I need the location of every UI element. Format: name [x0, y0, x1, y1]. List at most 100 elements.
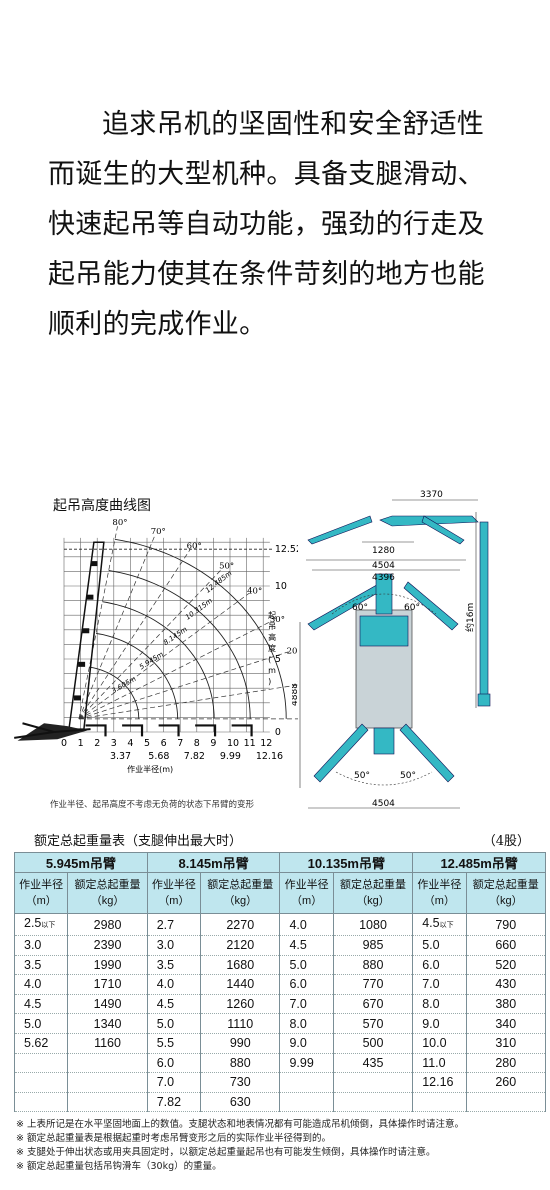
angle-line — [78, 534, 156, 719]
angle-line — [78, 620, 272, 720]
x-tick-label: 6 — [161, 738, 167, 749]
load-cell: 1490 — [67, 993, 148, 1015]
angle-arc — [335, 771, 433, 786]
load-cell: 1260 — [200, 993, 281, 1015]
y-axis-label: 起 — [268, 611, 276, 620]
angle-line — [78, 549, 191, 720]
boom-header: 12.485m吊臂 — [412, 852, 546, 873]
x-tick-label: 4 — [127, 738, 133, 749]
radius-cell: 3.0 — [13, 935, 69, 956]
boom-length-label: 3.605m — [110, 675, 137, 695]
radius-cell: 3.5 — [146, 954, 202, 976]
vertical-boom — [479, 521, 489, 705]
load-table-unit: （4股） — [482, 834, 530, 849]
radius-cell: 5.0 — [412, 935, 467, 956]
column-header-row: 作业半径（m）额定总起重量（kg）作业半径（m）额定总起重量（kg）作业半径（m… — [13, 872, 547, 914]
dimension-label: 4504 — [372, 561, 395, 571]
load-cell: 630 — [200, 1091, 281, 1113]
boom-arc — [114, 538, 287, 719]
load-cell: 790 — [465, 913, 547, 936]
radius-cell: 4.5 — [146, 993, 202, 1015]
radius-cell: 9.0 — [279, 1032, 334, 1054]
radius-column-header: 作业半径（m） — [412, 872, 467, 914]
radius-cell: 7.0 — [146, 1072, 202, 1093]
radius-cell: 4.0 — [146, 974, 202, 995]
boom-joint — [82, 628, 90, 634]
x-tick-label: 0 — [61, 738, 67, 749]
load-cell: 260 — [465, 1072, 547, 1093]
radius-cell: 4.0 — [13, 974, 69, 995]
crane-turret — [359, 615, 409, 647]
y-axis-label: 吊 — [268, 622, 276, 631]
hook-position-mark — [158, 724, 180, 737]
x-tick-label: 7 — [177, 738, 183, 749]
y-axis-label: ) — [268, 677, 271, 686]
radius-cell: 5.0 — [146, 1013, 202, 1034]
radius-cell: 5.0 — [279, 954, 334, 976]
dimension-label: 60° — [352, 603, 368, 613]
x-tick-label: 2 — [94, 738, 100, 749]
hook-position-mark — [122, 724, 144, 737]
x-tick-extra-label: 7.82 — [184, 751, 205, 762]
load-cell: 435 — [332, 1052, 414, 1074]
y-axis-label: m — [268, 666, 276, 675]
dimension-label: 4396 — [372, 573, 395, 583]
dimension-label: 3370 — [420, 490, 443, 500]
radius-cell — [13, 1072, 69, 1093]
intro-paragraph: 追求吊机的坚固性和安全舒适性而诞生的大型机种。具备支腿滑动、快速起吊等自动功能，… — [48, 100, 510, 350]
radius-cell — [13, 1052, 69, 1074]
radius-cell: 4.5 — [279, 935, 334, 956]
y-tick-label: 5 — [275, 654, 281, 665]
y-axis-label: 高 — [268, 632, 276, 642]
radius-cell: 6.0 — [146, 1052, 202, 1074]
radius-cell: 3.5 — [13, 954, 69, 976]
load-cell — [332, 1091, 414, 1113]
crane-tail — [373, 727, 395, 755]
x-tick-label: 1 — [78, 738, 84, 749]
boom-header: 8.145m吊臂 — [146, 852, 281, 873]
outrigger-leg — [14, 731, 55, 739]
hook-position-mark — [231, 724, 253, 737]
load-cell: 380 — [465, 993, 547, 1015]
load-cell: 520 — [465, 954, 547, 976]
y-axis-label: ( — [268, 655, 271, 664]
radius-cell: 12.16 — [412, 1072, 467, 1093]
dimension-label: 50° — [354, 771, 370, 781]
radius-cell: 2.5以下 — [13, 913, 69, 936]
radius-cell: 5.0 — [13, 1013, 69, 1034]
load-cell: 2980 — [67, 913, 148, 936]
radius-cell: 4.5以下 — [412, 913, 467, 936]
angle-label: 20° — [287, 646, 298, 656]
angle-line — [78, 526, 118, 719]
angle-label: 10° — [297, 680, 298, 690]
load-cell: 2390 — [67, 935, 148, 956]
load-column-header: 额定总起重量（kg） — [465, 872, 547, 914]
y-tick-label: 10 — [275, 581, 287, 592]
boom-hook — [477, 693, 491, 707]
radius-cell: 5.62 — [13, 1032, 69, 1054]
load-cell: 670 — [332, 993, 414, 1015]
radius-cell: 6.0 — [412, 954, 467, 976]
load-cell: 1160 — [67, 1032, 148, 1054]
load-cell: 985 — [332, 935, 414, 956]
x-tick-label: 11 — [244, 738, 256, 749]
radius-cell — [279, 1072, 334, 1093]
curve-chart-note: 作业半径、起吊高度不考虑无负荷的状态下吊臂的变形 — [50, 800, 255, 810]
dimension-label: 50° — [400, 771, 416, 781]
angle-label: 80° — [112, 518, 127, 528]
dimension-label: 约16m — [464, 603, 476, 632]
radius-cell: 4.5 — [13, 993, 69, 1015]
load-cell: 500 — [332, 1032, 414, 1054]
boom-length-label: 5.945m — [138, 650, 165, 671]
load-cell: 730 — [200, 1072, 281, 1093]
load-column-header: 额定总起重量（kg） — [332, 872, 414, 914]
angle-arc — [331, 593, 437, 615]
intro-text: 追求吊机的坚固性和安全舒适性而诞生的大型机种。具备支腿滑动、快速起吊等自动功能，… — [48, 109, 485, 340]
note-line: ※ 额定总起重量包括吊钩滑车（30kg）的重量。 — [16, 1161, 222, 1172]
x-tick-label: 9 — [210, 738, 216, 749]
